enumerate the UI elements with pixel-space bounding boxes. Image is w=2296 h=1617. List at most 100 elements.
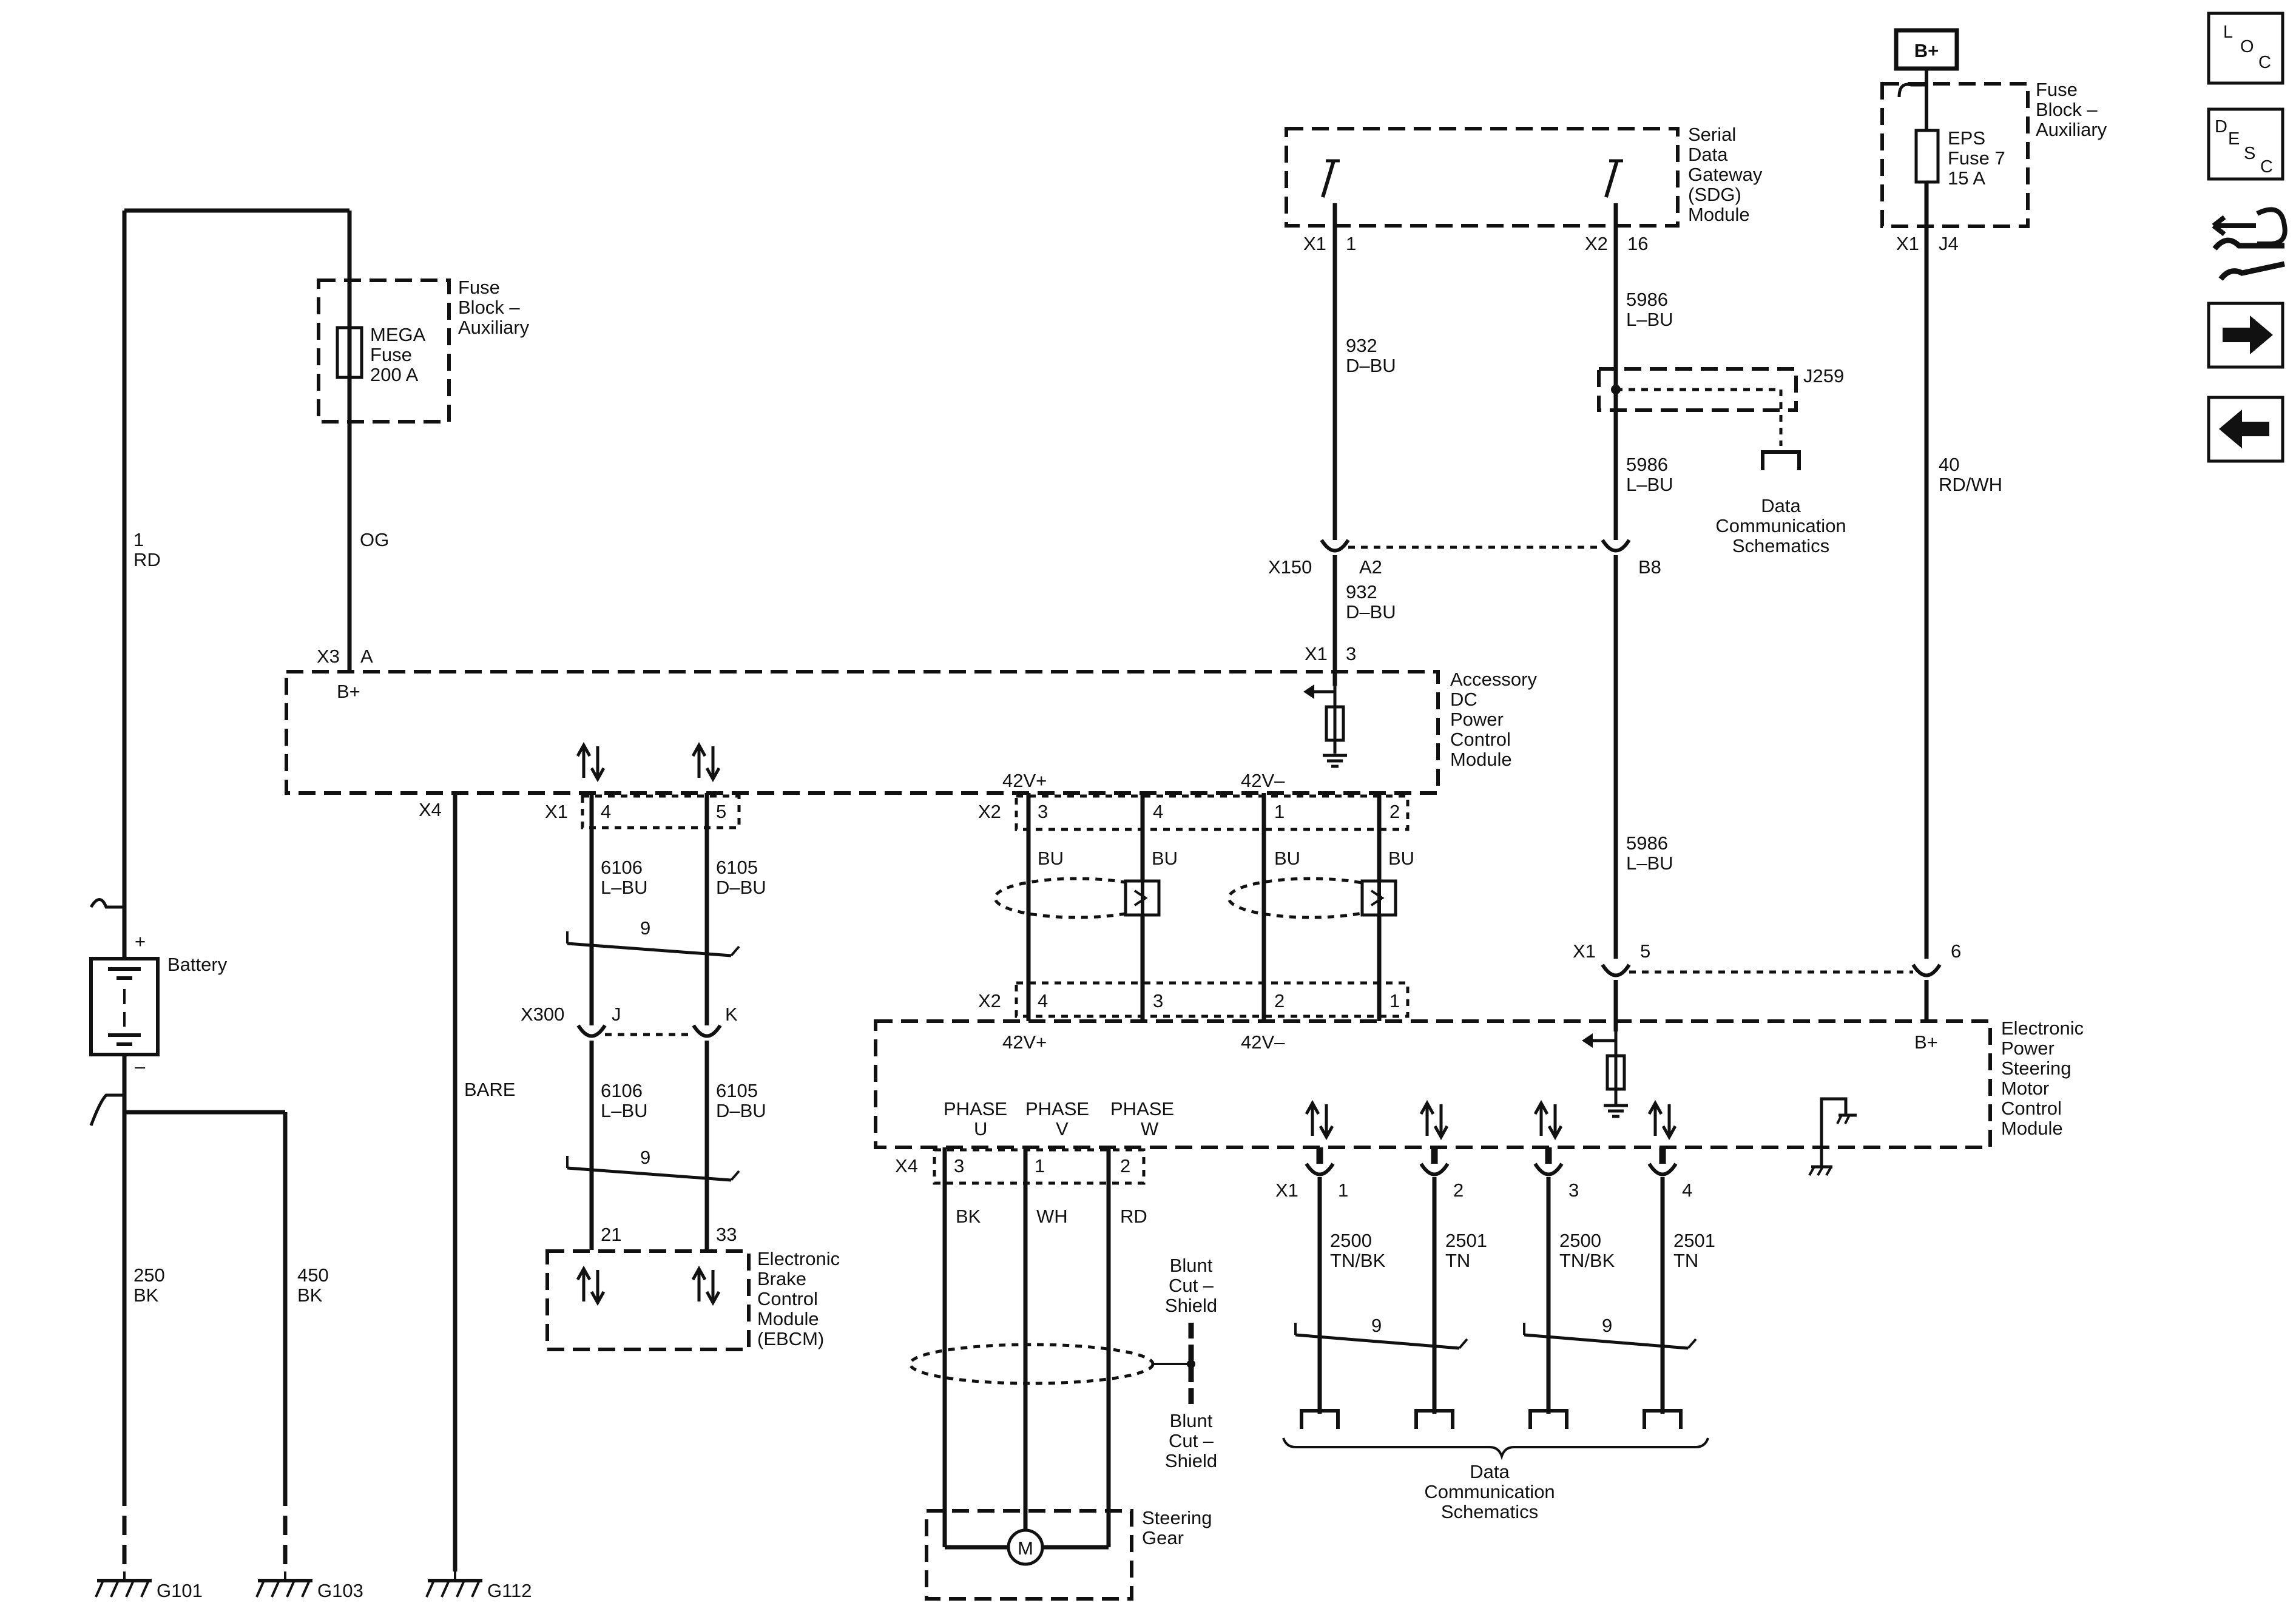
conn-x3-a: A bbox=[360, 646, 373, 667]
wire-bk-phase: BK bbox=[956, 1206, 981, 1227]
nav-icon-bar: L O C D E S C bbox=[2207, 12, 2288, 463]
ground-g103-label: G103 bbox=[317, 1580, 363, 1601]
x1-data-connector: X1 1 2 3 4 bbox=[1275, 1163, 1692, 1201]
shield-42v-left bbox=[993, 877, 1161, 919]
conn-data-pin2: 2 bbox=[1453, 1180, 1464, 1201]
conn-ebcm-pin21: 21 bbox=[601, 1224, 621, 1245]
conn-x1-acc-bottom: X1 bbox=[545, 801, 568, 822]
ground-g112-label: G112 bbox=[487, 1580, 532, 1601]
svg-text:S: S bbox=[2244, 144, 2255, 163]
conn-phase-pin1: 1 bbox=[1035, 1155, 1045, 1176]
conn-sdg-pin16: 16 bbox=[1627, 233, 1648, 254]
previous-arrow-icon[interactable] bbox=[2207, 396, 2284, 463]
wire-bu-1: BU bbox=[1038, 848, 1064, 869]
tools-connector-icon[interactable] bbox=[2212, 207, 2288, 281]
motor-symbol: M bbox=[1018, 1538, 1033, 1559]
battery: + – Battery bbox=[89, 898, 228, 1126]
svg-text:C: C bbox=[2260, 157, 2273, 177]
conn-x300-k: K bbox=[725, 1004, 738, 1025]
v42m-upper: 42V– bbox=[1241, 770, 1285, 791]
wire-rd-phase: RD bbox=[1120, 1206, 1147, 1227]
ground-g101: G101 bbox=[95, 1571, 203, 1601]
bplus-source: B+ bbox=[1894, 28, 1959, 71]
conn-x150: X150 bbox=[1268, 556, 1312, 578]
conn-x2-acc: X2 bbox=[978, 801, 1001, 822]
conn-data-pin4: 4 bbox=[1682, 1180, 1692, 1201]
conn-42b-pin3: 3 bbox=[1153, 990, 1163, 1011]
conn-data-pin1: 1 bbox=[1338, 1180, 1348, 1201]
conn-42b-pin2: 2 bbox=[1274, 990, 1285, 1011]
shield-42v-right bbox=[1227, 877, 1397, 919]
conn-ebcm-pin33: 33 bbox=[716, 1224, 737, 1245]
conn-x2-sdg: X2 bbox=[1585, 233, 1608, 254]
conn-42-pin4: 4 bbox=[1153, 801, 1163, 822]
conn-42b-pin1: 1 bbox=[1389, 990, 1400, 1011]
v42p-upper: 42V+ bbox=[1002, 770, 1047, 791]
conn-data-pin3: 3 bbox=[1568, 1180, 1579, 1201]
ground-g101-label: G101 bbox=[157, 1580, 203, 1601]
comm-arrows-acc bbox=[576, 741, 721, 783]
accessory-bplus-label: B+ bbox=[337, 681, 360, 702]
wire-bare-label: BARE bbox=[464, 1079, 515, 1100]
twist-9-data-a: 9 bbox=[1371, 1315, 1382, 1336]
power-feed bbox=[122, 208, 352, 907]
comm-arrows-epsm bbox=[1305, 1099, 1677, 1141]
x150-connector: X150 A2 B8 bbox=[1268, 539, 1661, 578]
svg-text:L: L bbox=[2223, 22, 2233, 42]
battery-label: Battery bbox=[167, 954, 228, 975]
svg-text:O: O bbox=[2240, 37, 2254, 56]
loc-icon[interactable]: L O C bbox=[2207, 12, 2284, 85]
next-arrow-icon[interactable] bbox=[2207, 302, 2284, 369]
conn-x3: X3 bbox=[317, 646, 340, 667]
conn-epsm-pin6: 6 bbox=[1951, 940, 1961, 962]
conn-acc-pin3: 3 bbox=[1346, 643, 1356, 664]
twist-9-upper: 9 bbox=[640, 917, 650, 939]
wire-bu-2: BU bbox=[1152, 848, 1178, 869]
conn-42b-pin4: 4 bbox=[1038, 990, 1048, 1011]
conn-phase-pin3: 3 bbox=[954, 1155, 964, 1176]
svg-text:E: E bbox=[2228, 129, 2240, 149]
conn-x2-epsm: X2 bbox=[978, 990, 1001, 1011]
wire-bu-3: BU bbox=[1274, 848, 1300, 869]
conn-x1-data: X1 bbox=[1275, 1180, 1298, 1201]
conn-x300: X300 bbox=[521, 1004, 564, 1025]
wire-bu-4: BU bbox=[1388, 848, 1414, 869]
wire-og-label: OG bbox=[360, 529, 389, 550]
conn-acc-pin4: 4 bbox=[601, 801, 611, 822]
conn-x150-b8: B8 bbox=[1638, 556, 1661, 578]
conn-acc-pin5: 5 bbox=[716, 801, 726, 822]
v42m-lower: 42V– bbox=[1241, 1031, 1285, 1053]
desc-icon[interactable]: D E S C bbox=[2207, 107, 2284, 181]
wire-wh-phase: WH bbox=[1036, 1206, 1068, 1227]
